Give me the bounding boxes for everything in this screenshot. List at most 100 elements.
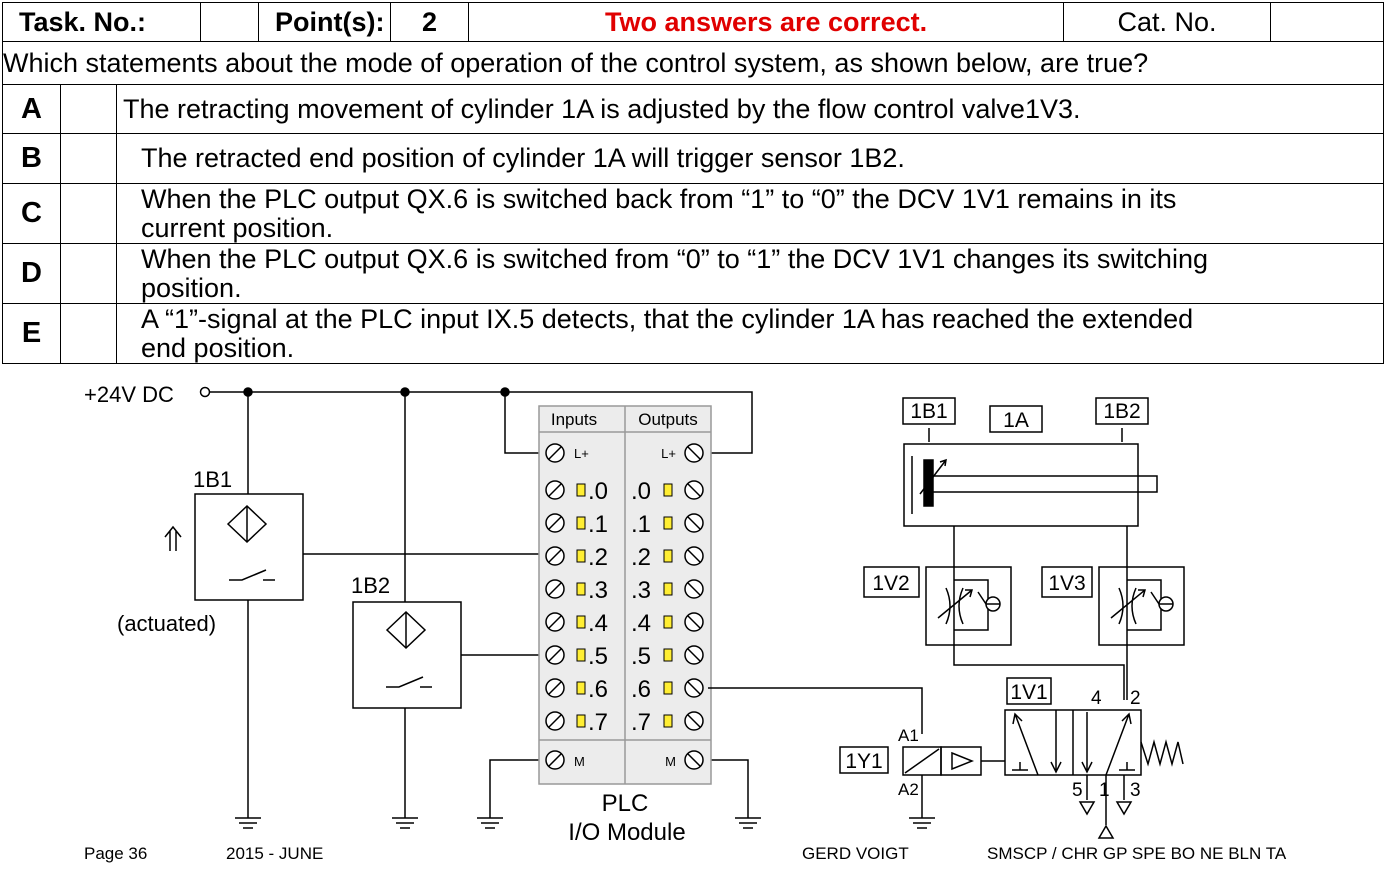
- terminal-screw-icon: [684, 480, 704, 500]
- port-5-label: 5: [1072, 780, 1083, 801]
- solenoid-label: 1Y1: [845, 750, 882, 773]
- terminal-screw-icon: [545, 678, 565, 698]
- terminal-screw-icon: [684, 750, 704, 770]
- switch-contact-icon: [386, 676, 432, 688]
- proximity-sensor-icon: [385, 610, 427, 650]
- cylinder-body: [903, 443, 1139, 527]
- plc-output-terminals: [684, 480, 704, 731]
- answer-checkbox[interactable]: [60, 133, 117, 184]
- footer-date: 2015 - JUNE: [226, 844, 323, 863]
- option-line: A “1”-signal at the PLC input IX.5 detec…: [141, 303, 1194, 334]
- footer-org: SMSCP / CHR GP SPE BO NE BLN TA: [987, 844, 1287, 863]
- terminal-screw-icon: [545, 711, 565, 731]
- terminal-screw-icon: [545, 579, 565, 599]
- option-letter: A: [2, 84, 61, 134]
- plc-input-m: M: [574, 754, 585, 769]
- option-text: The retracting movement of cylinder 1A i…: [115, 84, 1385, 134]
- sensor-1b1: [194, 493, 304, 601]
- option-line: current position.: [141, 212, 334, 243]
- plc-output-channel-labels: .0 .1 .2 .3 .4 .5 .6 .7: [631, 478, 651, 736]
- port-3-label: 3: [1130, 780, 1141, 801]
- terminal-screw-icon: [684, 546, 704, 566]
- supply-terminal: [199, 386, 211, 398]
- circuit-diagram: +24V DC 1B1 (actuated) 1B2 Input: [2, 367, 1383, 879]
- points-value: 2: [390, 2, 470, 42]
- plc-caption-1: PLC: [602, 790, 649, 817]
- wire-inputs-lplus: [504, 392, 547, 454]
- input-channel-1: .1: [588, 511, 608, 538]
- flow-valve-1v2-tag: [863, 566, 920, 598]
- question-row: Which statements about the mode of opera…: [1, 41, 1385, 85]
- ground-icon: [235, 810, 261, 829]
- input-channel-3: .3: [588, 577, 608, 604]
- flow-valve-1v3-label: 1V3: [1048, 572, 1085, 595]
- cat-label: Cat. No.: [1063, 2, 1272, 42]
- option-row-c: C When the PLC output QX.6 is switched b…: [2, 183, 1385, 244]
- flow-valve-1v2-label: 1V2: [872, 572, 909, 595]
- input-channel-7: .7: [588, 709, 608, 736]
- terminal-screw-icon: [545, 612, 565, 632]
- plc-dividers: [539, 406, 711, 784]
- terminal-screw-icon: [545, 443, 565, 463]
- task-label: Task. No.:: [1, 2, 202, 42]
- option-row-a: A The retracting movement of cylinder 1A…: [2, 84, 1385, 134]
- terminal-screw-icon: [684, 678, 704, 698]
- option-row-e: E A “1”-signal at the PLC input IX.5 det…: [2, 303, 1385, 364]
- spring-icon: [1140, 739, 1184, 767]
- output-channel-3: .3: [631, 577, 651, 604]
- task-value: [200, 2, 260, 42]
- port-1-label: 1: [1099, 780, 1110, 801]
- answer-checkbox[interactable]: [60, 243, 117, 304]
- answer-checkbox[interactable]: [60, 303, 117, 364]
- plc-input-terminals: [545, 480, 565, 731]
- sensor-position-marks: [928, 428, 1123, 442]
- supply-label: +24V DC: [84, 382, 174, 407]
- plc-inputs-header: Inputs: [551, 410, 597, 429]
- dcv-label: 1V1: [1010, 681, 1047, 704]
- option-line: When the PLC output QX.6 is switched fro…: [141, 243, 1208, 274]
- ground-icon: [735, 817, 761, 829]
- pilot-arrow-icon: [951, 751, 975, 771]
- output-channel-1: .1: [631, 511, 651, 538]
- terminal-screw-icon: [684, 645, 704, 665]
- port-4-label: 4: [1091, 688, 1102, 709]
- terminal-screw-icon: [545, 480, 565, 500]
- option-text: A “1”-signal at the PLC input IX.5 detec…: [115, 303, 1385, 364]
- input-channel-5: .5: [588, 643, 608, 670]
- sensor-1b1-label: 1B1: [193, 467, 232, 492]
- dcv-tag: [1006, 677, 1052, 705]
- output-channel-5: .5: [631, 643, 651, 670]
- answer-checkbox[interactable]: [60, 84, 117, 134]
- sensor-1b1-state: (actuated): [117, 611, 216, 636]
- cylinder-tag: [989, 405, 1043, 433]
- answer-checkbox[interactable]: [60, 183, 117, 244]
- plc-output-lplus: L+: [661, 446, 676, 461]
- option-row-b: B The retracted end position of cylinder…: [2, 133, 1385, 184]
- dcv-flow-arrows: [1012, 710, 1135, 776]
- cylinder-sensor-1b1: 1B1: [910, 400, 947, 423]
- plc-output-leds: [663, 483, 673, 728]
- cat-value: [1270, 2, 1385, 42]
- option-letter: E: [2, 303, 61, 364]
- output-channel-2: .2: [631, 544, 651, 571]
- cylinder-sensor-1b2-tag: [1095, 397, 1149, 425]
- coil-diagonal: [904, 748, 940, 774]
- flow-valve-1v2: [925, 566, 1012, 646]
- terminal-a2: A2: [898, 780, 919, 799]
- exhaust-icon: [1115, 801, 1133, 816]
- option-line: When the PLC output QX.6 is switched bac…: [141, 183, 1177, 214]
- exhaust-icon: [1078, 801, 1096, 816]
- option-line: The retracting movement of cylinder 1A i…: [123, 93, 1081, 124]
- terminal-a1: A1: [898, 726, 919, 745]
- option-letter: C: [2, 183, 61, 244]
- plc-caption-2: I/O Module: [568, 819, 685, 846]
- output-channel-0: .0: [631, 478, 651, 505]
- terminal-screw-icon: [684, 513, 704, 533]
- sensor-1b2-label: 1B2: [351, 573, 390, 598]
- terminal-screw-icon: [684, 579, 704, 599]
- terminal-screw-icon: [545, 513, 565, 533]
- solenoid-pilot: [940, 746, 982, 776]
- input-channel-4: .4: [588, 610, 608, 637]
- terminal-screw-icon: [684, 612, 704, 632]
- terminal-screw-icon: [545, 546, 565, 566]
